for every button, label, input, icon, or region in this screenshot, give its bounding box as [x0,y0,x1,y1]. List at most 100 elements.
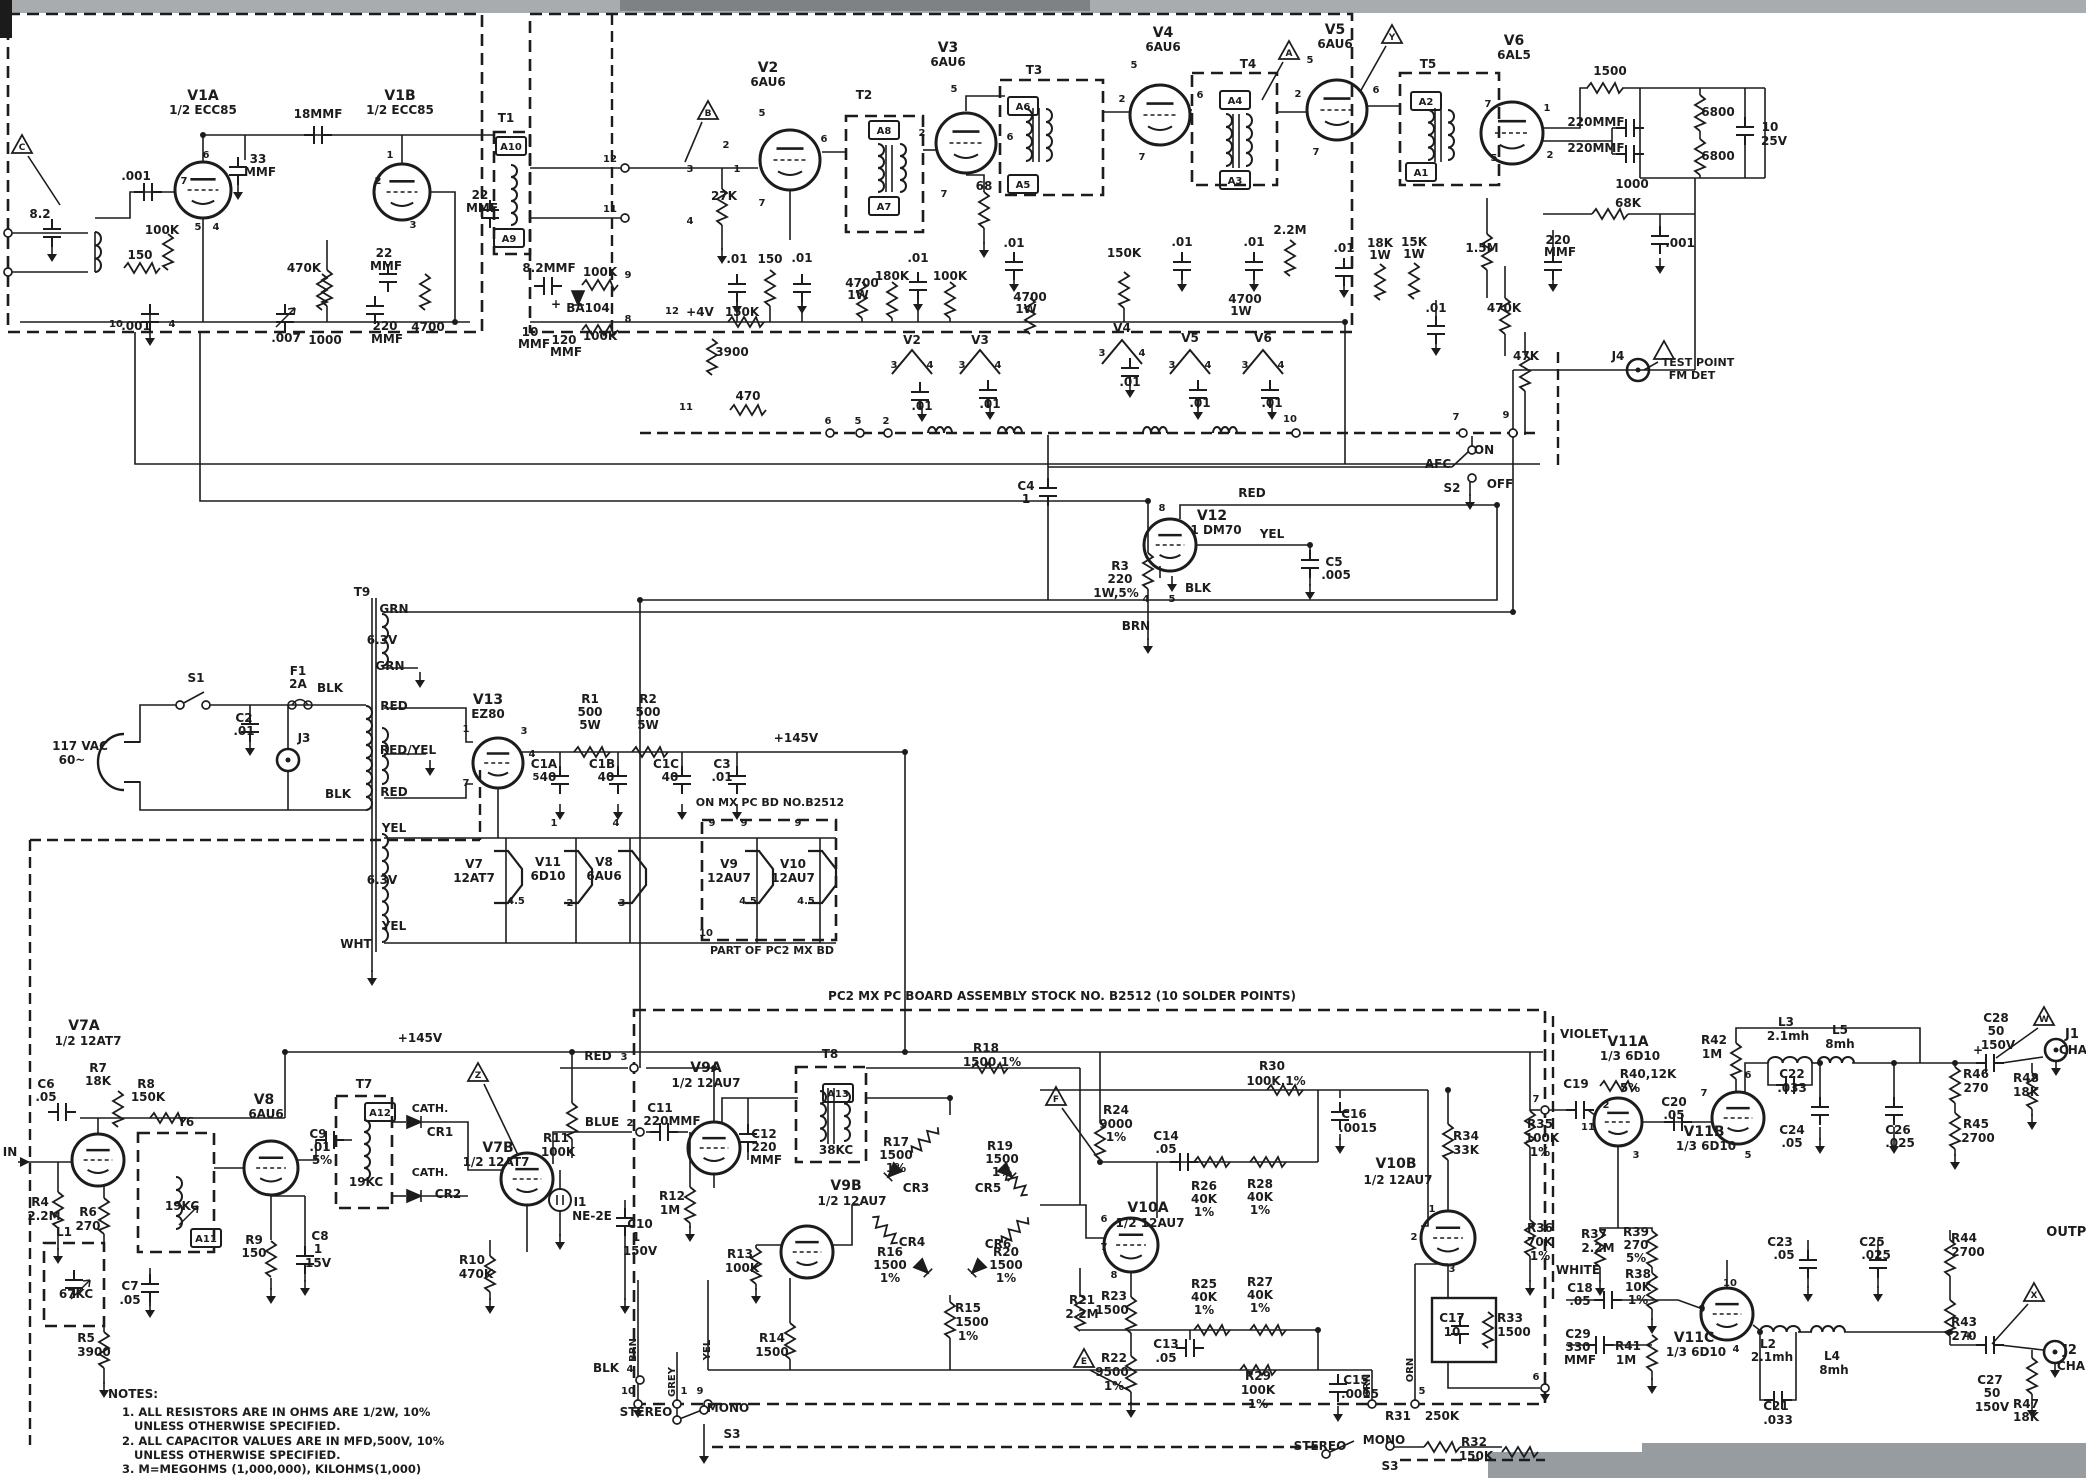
schematic-label: V11 [535,855,561,869]
schematic-label: 7 [941,189,948,200]
schematic-label: R31 [1385,1409,1411,1423]
schematic-label: 6 [1101,1214,1108,1225]
solder-port [201,700,211,710]
diode-symbol [570,290,586,308]
schematic-label: 2.2M [1581,1241,1614,1255]
schematic-label: 3 [1449,1264,1456,1275]
schematic-label: 1500 [1497,1325,1530,1339]
wire [721,1097,798,1124]
ground-symbol [1647,1386,1657,1394]
terminal-box [1219,170,1251,190]
terminal-label: A5 [1016,180,1031,191]
schematic-label: ON MX PC BD NO.B2512 [696,796,844,809]
schematic-label: 1 [1544,103,1551,114]
schematic-label: 3 [521,726,528,737]
schematic-label: 10 [1723,1278,1737,1289]
junction-dot [1494,502,1500,508]
schematic-label: R26 [1191,1179,1217,1193]
resistor-symbol [1693,94,1708,132]
schematic-label: C13 [1153,1337,1179,1351]
schematic-label: 1% [1194,1303,1214,1317]
trimmer-arrow-icon [178,1205,199,1226]
schematic-label: 1/3 6D10 [1600,1049,1660,1063]
resistor-symbol [1283,239,1298,277]
schematic-label: 6 [1197,90,1204,101]
tube-cathode [1499,143,1525,150]
ground-symbol [1950,1162,1960,1170]
ground-symbol [917,414,927,422]
schematic-label: 6 [203,150,210,161]
schematic-label: +145V [398,1031,443,1045]
schematic-label: 40K [1247,1288,1274,1302]
schematic-label: C10 [627,1217,653,1231]
ground-symbol [233,192,243,200]
ground-symbol [677,812,687,820]
schematic-label: S3 [1382,1459,1399,1473]
schematic-label: 10 [1444,1325,1461,1339]
terminal-box [493,228,525,248]
wire [95,191,175,219]
flag-letter: A [1286,49,1293,59]
resistor-symbol [763,269,778,307]
schematic-label: 18K [2013,1410,2040,1424]
schematic-label: 4 [1205,360,1212,371]
flag-triangle-icon [2022,1281,2046,1302]
capacitor-symbol [1586,1336,1614,1354]
capacitor-symbol [1335,258,1353,286]
dashed-enclosure [6,12,484,334]
wire [2001,1056,2044,1064]
schematic-label: S2 [1444,481,1461,495]
resistor-symbol [1729,1042,1744,1080]
coil-symbol [1045,108,1053,162]
schematic-label: TEST POINT [1662,356,1735,369]
ground-symbol [633,1410,643,1418]
schematic-label: 7 [463,778,470,789]
schematic-label: 2.2M [1065,1307,1098,1321]
scan-gray-area [620,0,1090,11]
schematic-label: .025 [1885,1136,1915,1150]
resistor-symbol [97,1197,112,1235]
schematic-label: 3 [1169,360,1176,371]
jack-pin [1635,367,1641,373]
schematic-label: 117 VAC [52,739,108,753]
resistor-symbol [1518,354,1533,392]
resistor-symbol [1124,1296,1139,1334]
schematic-label: RED [380,699,407,713]
schematic-label: R20 [993,1245,1019,1259]
schematic-label: C8 [311,1229,328,1243]
schematic-label: 40K [1191,1290,1218,1304]
tube-envelope [1710,1090,1766,1146]
flag-letter: X [2031,1291,2038,1301]
schematic-label: YEL [1259,527,1285,541]
schematic-label: 100K [1525,1131,1560,1145]
schematic-label: 5 [1419,1386,1426,1397]
schematic-label: C12 [751,1127,777,1141]
resistor-symbol [1948,1066,1963,1104]
schematic-label: GREY [667,1366,678,1397]
resistor-symbol [783,1322,798,1360]
schematic-label: 1% [886,1161,906,1175]
coil-symbol [94,231,102,273]
schematic-label: 9 [1503,410,1510,421]
schematic-label: C21 [1763,1399,1789,1413]
flag-letter: W [2039,1015,2049,1025]
diode-symbol [406,1114,424,1130]
tube-cathode [1607,1130,1629,1135]
resistor-symbol [581,322,619,337]
schematic-label: R16 [877,1245,903,1259]
resistor-symbol [483,1255,498,1293]
schematic-label: 10 [1283,414,1297,425]
schematic-label: CATH. [412,1102,449,1115]
ground-symbol [555,1242,565,1250]
tube-envelope [372,162,432,222]
schematic-label: R7 [89,1061,107,1075]
capacitor-symbol [1651,226,1669,254]
schematic-label: 4700 [845,276,878,290]
schematic-label: GRN [1362,1374,1373,1398]
wire [1040,1204,1104,1239]
schematic-label: 5 [1491,153,1498,164]
ground-symbol [266,1296,276,1304]
schematic-label: 6 [1007,132,1014,143]
capacitor-symbol [43,219,61,247]
schematic-label: 2 [1603,1100,1610,1111]
